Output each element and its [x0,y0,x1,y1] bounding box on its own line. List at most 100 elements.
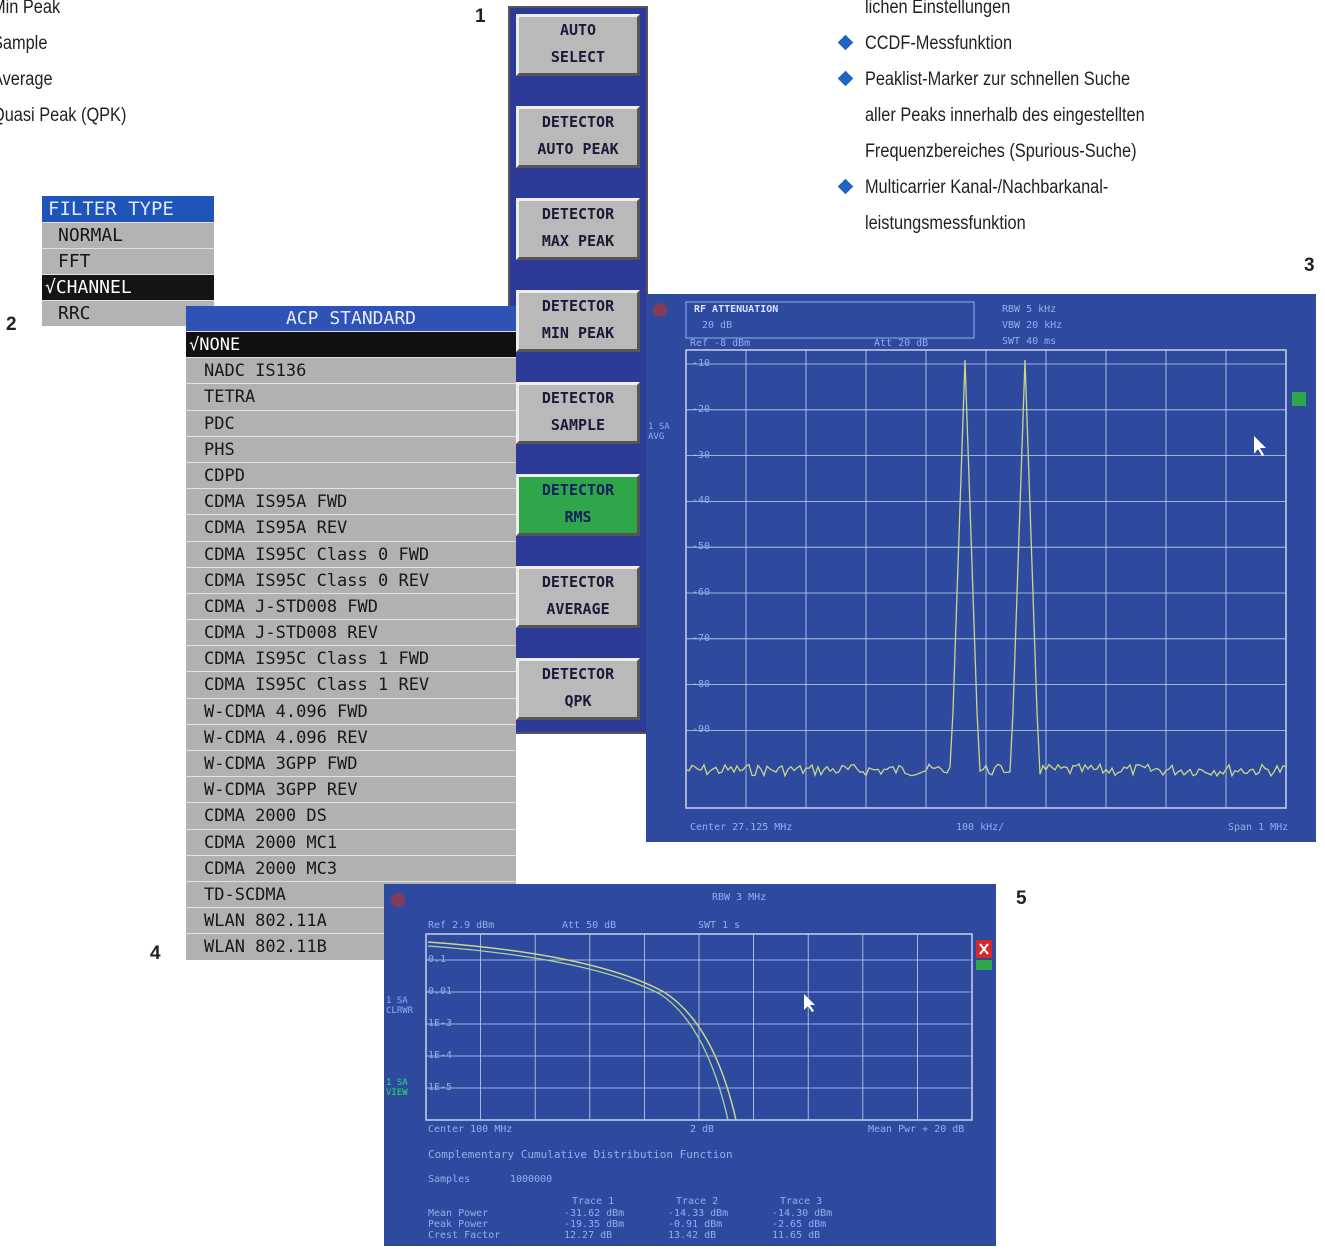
table-cell: -19.35 dBm [564,1219,625,1230]
attenuation: Att 50 dB [562,920,617,931]
acp-standard-item[interactable]: W-CDMA 4.096 REV [186,723,516,750]
y-tick-label: -10 [692,358,711,369]
acp-standard-item[interactable]: CDMA IS95A REV [186,514,516,541]
acp-standard-item[interactable]: CDMA J-STD008 FWD [186,592,516,620]
callout-2: 2 [6,314,17,335]
acp-standard-item[interactable]: √NONE [186,331,516,358]
close-glyph [979,943,989,955]
acp-standard-item[interactable]: W-CDMA 4.096 FWD [186,697,516,724]
list-item: Average [0,69,53,90]
cursor-icon [1254,436,1266,456]
callout-3: 3 [1304,255,1315,276]
acp-standard-item[interactable]: W-CDMA 3GPP REV [186,776,516,803]
softkey-label: MIN PEAK [541,324,615,342]
detector-max-peak-softkey[interactable]: DETECTOR MAX PEAK [516,198,640,260]
rbw: RBW 3 MHz [712,892,767,903]
ccdf-trace-2 [427,945,729,1121]
trace-mode-label: 1 SA AVG [648,422,670,442]
acp-standard-item[interactable]: PDC [186,409,516,436]
acp-standard-item[interactable]: NADC IS136 [186,357,516,384]
ccdf-plot [391,893,992,1121]
softkey-label: QPK [564,692,592,710]
acp-standard-item[interactable]: CDMA IS95A FWD [186,488,516,515]
list-item-tail: lichen Einstellungen [864,0,1011,18]
acp-standard-title: ACP STANDARD [186,306,516,331]
y-tick-label: -40 [692,495,711,507]
table-cell: -0.91 dBm [668,1219,723,1230]
table-header: Trace 2 [676,1196,719,1207]
samples-value: 1000000 [510,1174,553,1185]
acp-standard-item[interactable]: CDMA 2000 MC3 [186,854,516,881]
acp-standard-item[interactable]: CDMA J-STD008 REV [186,619,516,646]
softkey-label: RMS [564,508,592,526]
detector-rms-softkey[interactable]: DETECTOR RMS [516,474,640,536]
acp-standard-item[interactable]: PHS [186,435,516,462]
table-cell: -14.30 dBm [772,1208,833,1219]
y-tick-label: 1E-3 [428,1018,453,1029]
rf-attenuation-value: 20 dB [702,320,733,331]
y-tick-label: -80 [692,678,711,690]
table-cell: 13.42 dB [668,1230,717,1241]
spectrum-trace [685,359,1287,778]
softkey-label: MAX PEAK [541,232,615,250]
filter-type-menu: FILTER TYPE NORMAL FFT √CHANNEL RRC [42,196,214,326]
rf-attenuation-box [685,301,975,339]
softkey-label: AVERAGE [546,600,610,618]
softkey-label: DETECTOR [541,205,615,223]
acp-standard-item[interactable]: CDMA 2000 MC1 [186,828,516,855]
softkey-label: DETECTOR [541,481,615,499]
center-frequency: Center 100 MHz [428,1124,513,1135]
table-cell: -14.33 dBm [668,1208,729,1219]
span-per-division: 100 kHz/ [956,822,1005,833]
acp-standard-item[interactable]: CDMA IS95C Class 0 REV [186,566,516,593]
list-item: Multicarrier Kanal-/Nachbarkanal- [864,177,1109,198]
y-tick-label: 1E-5 [428,1082,453,1093]
callout-1: 1 [475,6,486,27]
table-row-label: Crest Factor [428,1230,501,1241]
acp-standard-item[interactable]: CDMA IS95C Class 0 FWD [186,540,516,567]
sweep-time: SWT 40 ms [1002,336,1057,347]
filter-type-fft[interactable]: FFT [42,248,214,274]
acp-standard-item[interactable]: CDMA IS95C Class 1 REV [186,671,516,698]
ccdf-title: Complementary Cumulative Distribution Fu… [428,1148,733,1161]
detector-list: Min Peak Sample Average Quasi Peak (QPK) [0,0,148,134]
mean-power-offset: Mean Pwr + 20 dB [868,1124,965,1135]
trace-mode-label: 1 SA VIEW [386,1078,408,1098]
feature-list: lichen Einstellungen CCDF-Messfunktion P… [837,0,1320,242]
ref-level: Ref 2.9 dBm [428,920,495,931]
table-cell: -31.62 dBm [564,1208,625,1219]
ref-level: Ref -8 dBm [690,338,751,349]
softkey-label: AUTO PEAK [537,140,619,158]
y-tick-label: 0.1 [428,954,447,965]
acp-standard-item[interactable]: TETRA [186,383,516,410]
span: Span 1 MHz [1228,822,1289,833]
acp-standard-item[interactable]: CDMA IS95C Class 1 FWD [186,645,516,672]
y-tick-label: -50 [692,541,711,553]
softkey-label: AUTO [559,21,597,39]
table-header: Trace 1 [572,1196,615,1207]
rf-attenuation-title: RF ATTENUATION [694,304,779,315]
table-header: Trace 3 [780,1196,823,1207]
callout-5: 5 [1016,888,1027,909]
acp-standard-item[interactable]: CDPD [186,461,516,489]
spectrum-screen: RF ATTENUATION 20 dB Ref -8 dBm Att 20 d… [646,294,1316,842]
table-cell: -2.65 dBm [772,1219,827,1230]
filter-type-channel[interactable]: √CHANNEL [42,274,214,300]
cursor-icon [804,994,815,1012]
filter-type-rrc[interactable]: RRC [42,300,214,326]
filter-type-title: FILTER TYPE [42,196,214,222]
list-item: leistungsmessfunktion [864,213,1026,234]
indicator-icon [391,893,405,907]
filter-type-normal[interactable]: NORMAL [42,222,214,248]
table-row-label: Mean Power [428,1208,489,1219]
acp-standard-item[interactable]: W-CDMA 3GPP FWD [186,750,516,777]
acp-standard-item[interactable]: CDMA 2000 DS [186,802,516,829]
